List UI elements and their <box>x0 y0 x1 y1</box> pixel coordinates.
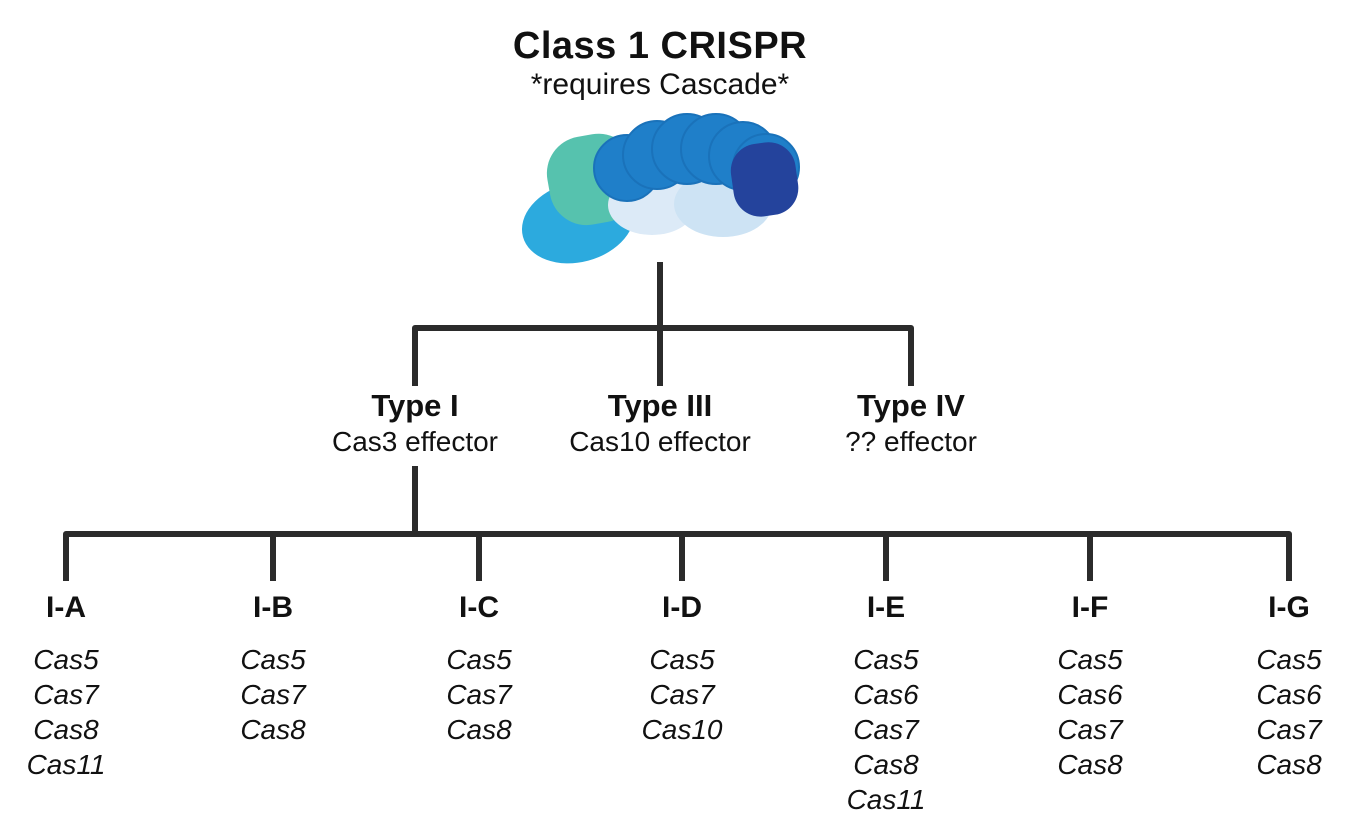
subtype-gene-list: Cas5 Cas7 Cas8 <box>446 644 512 745</box>
subtype-gene-list: Cas5 Cas7 Cas10 <box>641 644 723 745</box>
type-node-iii: Type III Cas10 effector <box>569 388 751 458</box>
subtype-gene-list: Cas5 Cas7 Cas8 Cas11 <box>26 644 106 780</box>
subtype-node-i-a: I-A Cas5 Cas7 Cas8 Cas11 <box>27 588 106 782</box>
subtype-label: I-B <box>253 591 293 624</box>
type-label: Type IV <box>857 388 965 423</box>
subtype-label: I-D <box>662 591 702 624</box>
subtype-gene-list: Cas5 Cas6 Cas7 Cas8 Cas11 <box>846 644 926 815</box>
diagram-subtitle: *requires Cascade* <box>530 68 790 101</box>
cascade-subunit-navy <box>730 142 799 217</box>
subtype-gene-list: Cas5 Cas6 Cas7 Cas8 <box>1057 644 1123 780</box>
subtype-bracket-line <box>63 531 1292 581</box>
diagram-title: Class 1 CRISPR <box>512 25 808 67</box>
subtype-node-i-b: I-B Cas5 Cas7 Cas8 <box>240 588 305 747</box>
subtype-gene-list: Cas5 Cas7 Cas8 <box>240 644 306 745</box>
subtype-label: I-G <box>1268 591 1310 624</box>
subtype-node-i-g: I-G Cas5 Cas6 Cas7 Cas8 <box>1256 588 1321 782</box>
type-node-i: Type I Cas3 effector <box>332 388 498 458</box>
subtype-node-i-d: I-D Cas5 Cas7 Cas10 <box>642 588 723 747</box>
type-label: Type III <box>607 388 713 423</box>
subtype-node-i-c: I-C Cas5 Cas7 Cas8 <box>446 588 511 747</box>
subtype-label: I-F <box>1071 591 1109 624</box>
subtype-label: I-A <box>45 591 86 624</box>
subtype-node-i-e: I-E Cas5 Cas6 Cas7 Cas8 Cas11 <box>847 588 926 817</box>
subtype-label: I-C <box>459 591 499 624</box>
tree-lines <box>63 262 1292 581</box>
type-bracket-line <box>412 325 914 386</box>
subtype-node-i-f: I-F Cas5 Cas6 Cas7 Cas8 <box>1057 588 1122 782</box>
type-effector: Cas10 effector <box>569 426 751 457</box>
type-node-iv: Type IV ?? effector <box>845 388 977 458</box>
cascade-complex-illustration <box>521 113 800 264</box>
subtype-label: I-E <box>866 591 906 624</box>
type-label: Type I <box>371 388 459 423</box>
subtype-gene-list: Cas5 Cas6 Cas7 Cas8 <box>1256 644 1322 780</box>
type-effector: ?? effector <box>845 426 977 457</box>
type-effector: Cas3 effector <box>331 426 499 457</box>
